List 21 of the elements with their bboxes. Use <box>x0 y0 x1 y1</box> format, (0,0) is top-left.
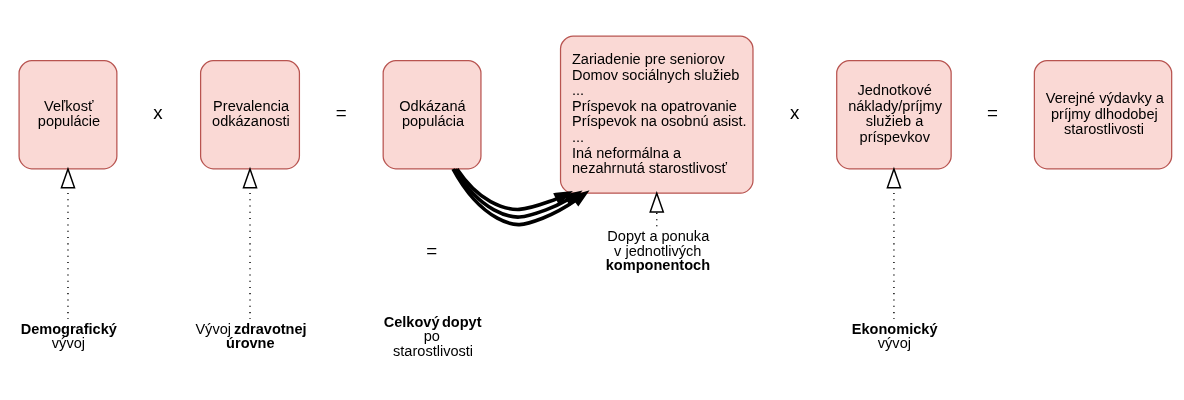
label: x <box>153 102 163 124</box>
label: = <box>426 240 438 262</box>
arrow <box>451 168 590 227</box>
arrow <box>455 168 573 212</box>
node-text: Ekonomický vývoj <box>851 320 938 352</box>
node-box: Veľkosť populácie <box>18 60 118 170</box>
node-text: Vývoj zdravotnej úrovne <box>195 320 307 352</box>
arrow <box>60 166 76 320</box>
node-box: Odkázaná populácia <box>382 60 482 170</box>
arrow <box>886 166 902 320</box>
label: = <box>987 102 998 124</box>
node-box: Prevalencia odkázanosti <box>200 60 301 170</box>
node-box: Zariadenie pre seniorov Domov sociálnych služieb ... Príspevok na opatrovanie Príspevok na osobnú asist. ... Iná neformálna a nezahrnutá starostlivosť <box>559 35 754 194</box>
node-box: Verejné výdavky a príjmy dlhodobej starostlivosti <box>1033 60 1173 170</box>
label: = <box>335 102 347 124</box>
label: Celkový dopyt po starostlivosti <box>383 313 482 359</box>
label: x <box>789 102 800 124</box>
node-text: Demografický vývoj <box>20 320 117 352</box>
node-text: Dopyt a ponuka v jednotlivých komponentoch <box>605 228 711 274</box>
node-box: Jednotkové náklady/príjmy služieb a príspevkov <box>836 60 952 170</box>
arrow <box>242 166 258 320</box>
